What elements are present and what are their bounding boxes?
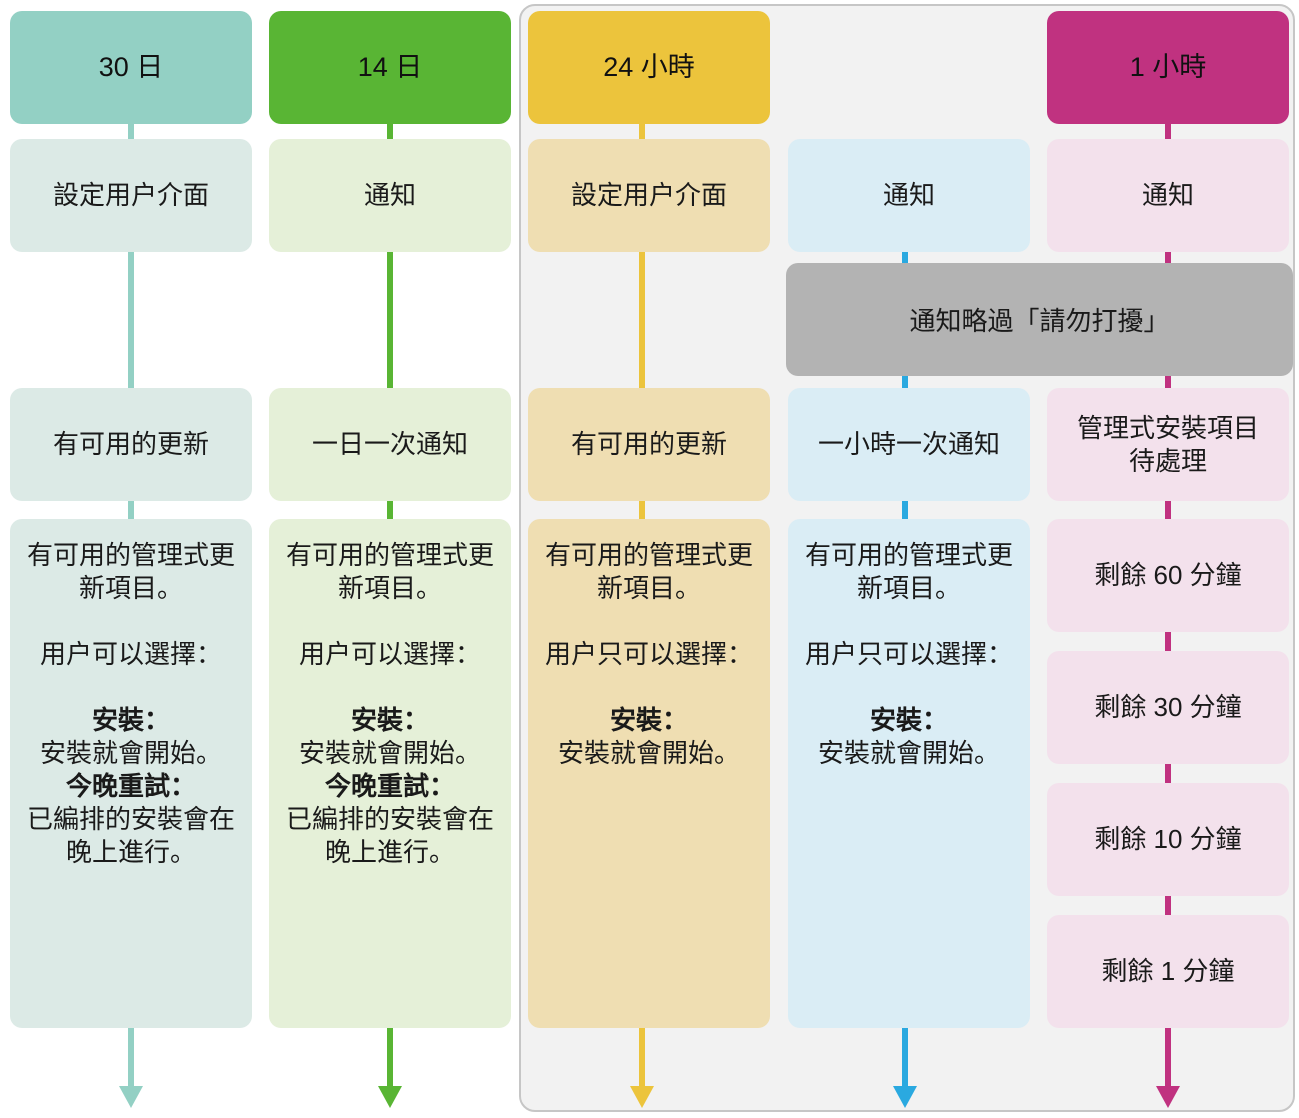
option-retry-tonight-text: 已編排的安裝會在晚上進行。 [26, 804, 235, 867]
step-setup-ui-24-hours: 設定用户介面 [528, 139, 770, 252]
detail-choice-prompt: 用户可以選擇： [39, 639, 222, 669]
option-install-title: 安裝： [609, 705, 688, 735]
header-14-days: 14 日 [269, 11, 511, 124]
step-setup-ui-30-days: 設定用户介面 [10, 139, 252, 252]
step-notify-hourly: 通知 [788, 139, 1030, 252]
bypass-do-not-disturb-bar: 通知略過「請勿打擾」 [786, 263, 1293, 376]
pending-line-2: 待處理 [1128, 445, 1207, 476]
arrow-head-1-hour [1156, 1086, 1180, 1108]
step-notify-1-hour: 通知 [1047, 139, 1289, 252]
step-managed-install-pending: 管理式安裝項目 待處理 [1047, 388, 1289, 501]
option-install-text: 安裝就會開始。 [298, 738, 481, 768]
option-install-text: 安裝就會開始。 [557, 738, 740, 768]
detail-intro: 有可用的管理式更新項目。 [285, 540, 494, 603]
detail-choice-prompt: 用户只可以選擇： [544, 639, 753, 669]
arrow-head-24-hours [630, 1086, 654, 1108]
countdown-60-minutes: 剩餘 60 分鐘 [1047, 519, 1289, 632]
header-30-days: 30 日 [10, 11, 252, 124]
countdown-30-minutes: 剩餘 30 分鐘 [1047, 651, 1289, 764]
arrow-head-30-days [119, 1086, 143, 1108]
option-install-text: 安裝就會開始。 [817, 738, 1000, 768]
header-24-hours: 24 小時 [528, 11, 770, 124]
pending-line-1: 管理式安裝項目 [1076, 412, 1259, 443]
detail-intro: 有可用的管理式更新項目。 [26, 540, 235, 603]
step-update-available-24-hours: 有可用的更新 [528, 388, 770, 501]
countdown-1-minute: 剩餘 1 分鐘 [1047, 915, 1289, 1028]
step-notify-14-days: 通知 [269, 139, 511, 252]
detail-choice-prompt: 用户只可以選擇： [804, 639, 1013, 669]
step-update-available-30-days: 有可用的更新 [10, 388, 252, 501]
option-install-text: 安裝就會開始。 [39, 738, 222, 768]
option-install-title: 安裝： [869, 705, 948, 735]
detail-intro: 有可用的管理式更新項目。 [804, 540, 1013, 603]
step-hourly-notify: 一小時一次通知 [788, 388, 1030, 501]
detail-choice-prompt: 用户可以選擇： [298, 639, 481, 669]
option-retry-tonight-title: 今晚重試： [324, 771, 455, 801]
option-retry-tonight-text: 已編排的安裝會在晚上進行。 [285, 804, 494, 867]
arrow-head-hourly [893, 1086, 917, 1108]
detail-intro: 有可用的管理式更新項目。 [544, 540, 753, 603]
option-install-title: 安裝： [91, 705, 170, 735]
header-1-hour: 1 小時 [1047, 11, 1289, 124]
option-retry-tonight-title: 今晚重試： [65, 771, 196, 801]
arrow-head-14-days [378, 1086, 402, 1108]
detail-30-days: 有可用的管理式更新項目。 用户可以選擇： 安裝： 安裝就會開始。 今晚重試： 已… [10, 519, 252, 1028]
detail-14-days: 有可用的管理式更新項目。 用户可以選擇： 安裝： 安裝就會開始。 今晚重試： 已… [269, 519, 511, 1028]
countdown-10-minutes: 剩餘 10 分鐘 [1047, 783, 1289, 896]
option-install-title: 安裝： [350, 705, 429, 735]
detail-hourly: 有可用的管理式更新項目。 用户只可以選擇： 安裝： 安裝就會開始。 [788, 519, 1030, 1028]
step-daily-notify-14-days: 一日一次通知 [269, 388, 511, 501]
detail-24-hours: 有可用的管理式更新項目。 用户只可以選擇： 安裝： 安裝就會開始。 [528, 519, 770, 1028]
